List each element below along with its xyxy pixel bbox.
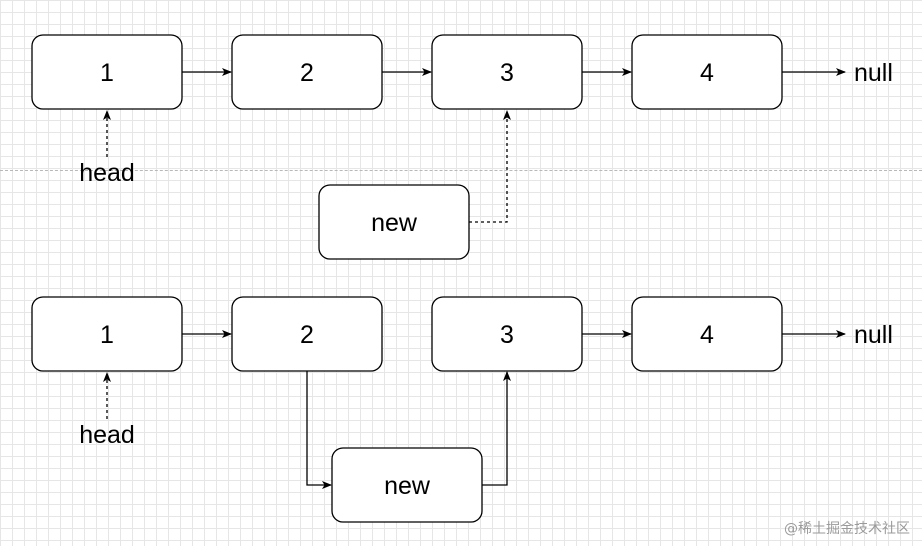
top-node-3: 3 [431,34,583,110]
top-new-node: new [318,184,470,260]
top-node-3-label: 3 [500,59,514,87]
top-node-2: 2 [231,34,383,110]
top-node-2-label: 2 [300,59,314,87]
bottom-node-4-label: 4 [700,321,714,349]
bottom-arrow-new-to-3 [482,371,511,486]
top-node-1: 1 [31,34,183,110]
bottom-node-2: 2 [231,296,383,372]
bottom-head-label: head [79,421,135,449]
bottom-node-2-label: 2 [300,321,314,349]
watermark: @稀土掘金技术社区 [784,521,910,537]
bottom-null-label: null [854,321,893,349]
section-divider [0,170,922,171]
bottom-node-3-label: 3 [500,321,514,349]
top-node-4: 4 [631,34,783,110]
bottom-node-1-label: 1 [100,321,114,349]
bottom-arrow-2-to-new [306,371,332,489]
bottom-new-node: new [331,447,483,523]
top-new-node-label: new [371,209,418,237]
top-list: 1 2 3 4 null head new [31,34,893,260]
bottom-node-3: 3 [431,296,583,372]
bottom-node-1: 1 [31,296,183,372]
top-null-label: null [854,59,893,87]
top-head-label: head [79,159,135,187]
top-node-4-label: 4 [700,59,714,87]
top-new-to-3-pointer [469,110,511,223]
bottom-node-4: 4 [631,296,783,372]
top-node-1-label: 1 [100,59,114,87]
bottom-new-node-label: new [384,472,431,500]
bottom-list: 1 2 3 4 null head new [31,296,893,523]
